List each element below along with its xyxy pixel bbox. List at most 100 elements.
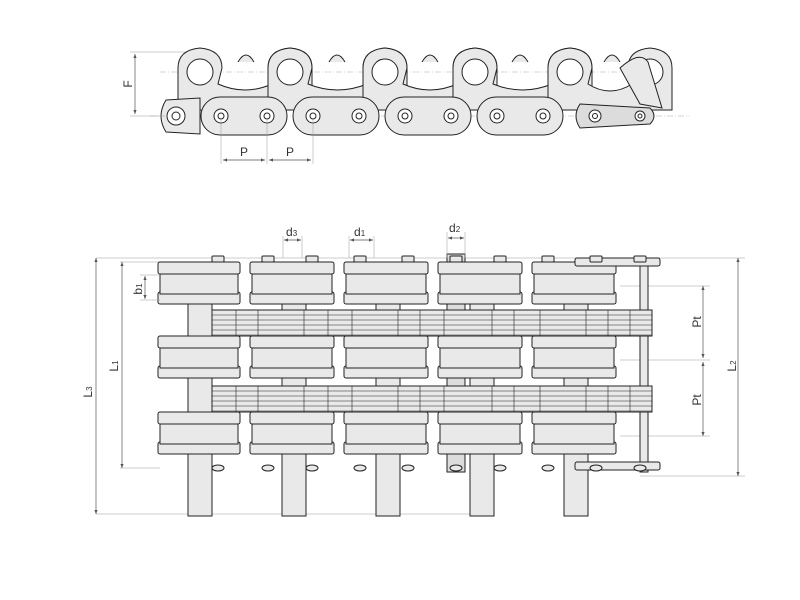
top-view: d3 d1 d2 b1 L1 L3 — [81, 221, 745, 517]
link-rows — [157, 257, 661, 471]
link-plate — [531, 411, 617, 425]
hook-hole — [276, 58, 304, 86]
slat-band — [211, 309, 653, 337]
link-plate — [200, 96, 288, 136]
link-plate — [384, 96, 472, 136]
pin-hole-inner — [447, 112, 455, 120]
transverse-pitch-label-b: Pt — [690, 394, 704, 406]
link-plate — [476, 96, 564, 136]
roller — [439, 423, 521, 445]
pin-d1-label: d1 — [354, 225, 366, 239]
pin-hole-inner — [263, 112, 271, 120]
pin-hole-inner — [217, 112, 225, 120]
roller — [159, 423, 239, 445]
hook-hole — [461, 58, 489, 86]
roller — [251, 423, 333, 445]
roller — [533, 423, 615, 445]
end-plate — [574, 257, 661, 267]
dimension-l3: L3 — [81, 258, 98, 514]
link-plate — [343, 261, 429, 275]
dimension-pt: Pt Pt — [690, 286, 705, 436]
pin-head — [261, 464, 275, 472]
pitch-label-b: P — [286, 145, 294, 159]
pin-hole-inner — [401, 112, 409, 120]
link-plate — [249, 335, 335, 349]
attachment-plates — [177, 47, 673, 111]
pin-head — [493, 255, 507, 263]
roller — [251, 273, 333, 295]
hook-tip — [603, 54, 621, 63]
link-plate — [157, 261, 241, 275]
pin-head — [261, 255, 275, 263]
hook-hole — [556, 58, 584, 86]
pin-head — [589, 255, 603, 263]
hook-hole — [186, 58, 214, 86]
pin-head — [449, 255, 463, 263]
link-plate — [531, 335, 617, 349]
roller — [251, 347, 333, 369]
length-l3-label: L3 — [81, 386, 95, 398]
roller — [345, 423, 427, 445]
roller — [439, 273, 521, 295]
pin-head — [449, 464, 463, 472]
transverse-pitch-label-a: Pt — [690, 316, 704, 328]
pin-head — [541, 464, 555, 472]
dimension-f: F — [121, 51, 185, 117]
end-pin — [639, 261, 649, 473]
pin-head — [353, 464, 367, 472]
left-end-link — [166, 106, 186, 126]
side-view: F P P — [121, 47, 690, 164]
end-plate — [574, 461, 661, 471]
dimension-b1: b1 — [131, 274, 160, 301]
length-l2-label: L2 — [725, 360, 739, 372]
link-plate — [437, 335, 523, 349]
dimension-l2: L2 — [725, 258, 740, 476]
roller — [159, 347, 239, 369]
pin-head — [305, 464, 319, 472]
link-plate — [343, 335, 429, 349]
pin-head — [211, 255, 225, 263]
roller — [345, 347, 427, 369]
link-plate — [343, 411, 429, 425]
pin-hole-inner — [493, 112, 501, 120]
pin-head — [401, 464, 415, 472]
pin-head — [633, 464, 647, 472]
hook-tip — [328, 54, 346, 63]
pin-head — [589, 464, 603, 472]
slat-bands — [211, 309, 653, 413]
pin-heads — [211, 255, 647, 472]
link-plate — [437, 261, 523, 275]
height-label: F — [121, 80, 135, 87]
pitch-label-a: P — [240, 145, 248, 159]
dimension-pitch: P P — [220, 120, 314, 164]
dimension-d1: d1 — [348, 225, 375, 258]
link-plate — [157, 411, 241, 425]
link-plate — [249, 261, 335, 275]
hook-tip — [421, 54, 439, 63]
hook-tip — [237, 54, 255, 63]
dimension-l1: L1 — [107, 262, 124, 468]
roller — [533, 273, 615, 295]
link-plate — [437, 411, 523, 425]
link-plate — [157, 335, 241, 349]
roller — [345, 273, 427, 295]
pin-head — [305, 255, 319, 263]
roller — [439, 347, 521, 369]
roller — [533, 347, 615, 369]
slat-band — [211, 385, 653, 413]
width-b1-label: b1 — [131, 283, 145, 295]
roller — [159, 273, 239, 295]
pin-hole-inner — [539, 112, 547, 120]
pin-head — [541, 255, 555, 263]
hook-hole — [371, 58, 399, 86]
dimension-d3: d3 — [282, 225, 303, 258]
pin-head — [633, 255, 647, 263]
dimension-d2: d2 — [446, 221, 466, 258]
hook-tip — [511, 54, 529, 63]
outer-link-plates — [160, 96, 564, 136]
pin-head — [353, 255, 367, 263]
link-plate — [249, 411, 335, 425]
pin-hole-inner — [355, 112, 363, 120]
pin-head — [401, 255, 415, 263]
